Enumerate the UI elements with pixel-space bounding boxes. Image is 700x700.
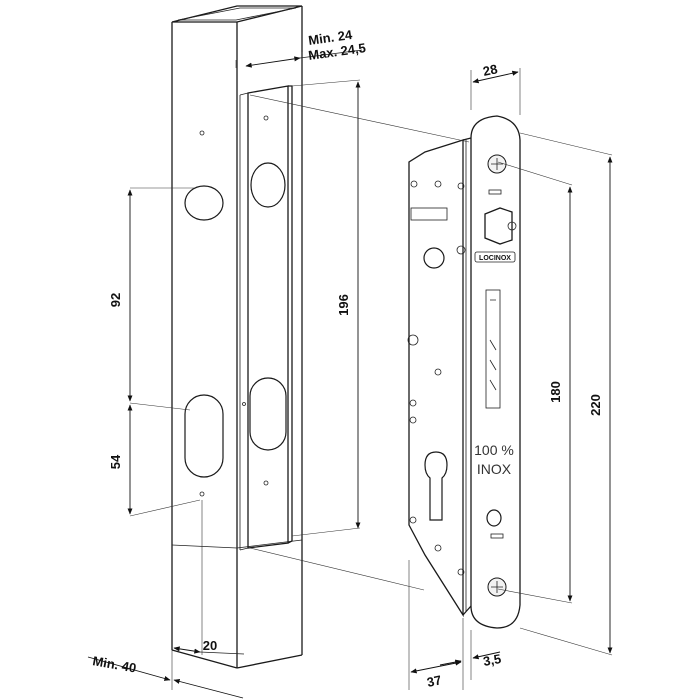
cylinder-hole [184,185,224,221]
lock-body: LOCINOX 100 % INOX [407,115,521,629]
gate-post [171,5,303,669]
dim-faceplate-height: 220 [588,394,603,416]
reinforcement-plate [239,85,293,551]
dim-hole-spacing: 92 [108,293,123,307]
dim-hole-offset: 20 [203,638,217,653]
projection-lines [129,52,613,690]
brand-label: LOCINOX [479,255,511,262]
latch [484,207,513,245]
dim-backset: 37 [426,672,443,690]
dim-min-depth: Min. 24 [307,27,353,48]
dim-lower-hole: 54 [108,454,123,469]
material-stamp-percent: 100 % [474,442,514,458]
euro-cylinder-cutout [424,451,448,521]
screw-hole-top [199,130,205,136]
dim-cutout-height: 196 [336,294,351,316]
dim-screw-spacing: 180 [548,381,563,403]
screw-hole-bottom [199,491,205,497]
dim-faceplate-thickness: 3,5 [482,651,502,669]
dim-min-profile-width: Min. 40 [91,653,137,675]
handle-slot [184,394,224,478]
material-stamp-inox: INOX [477,461,512,477]
dim-faceplate-width: 28 [482,61,499,79]
dimension-lines [87,49,613,699]
follower-hole [423,247,445,269]
brand-plate [474,251,516,263]
deadbolt-slot [485,289,501,409]
